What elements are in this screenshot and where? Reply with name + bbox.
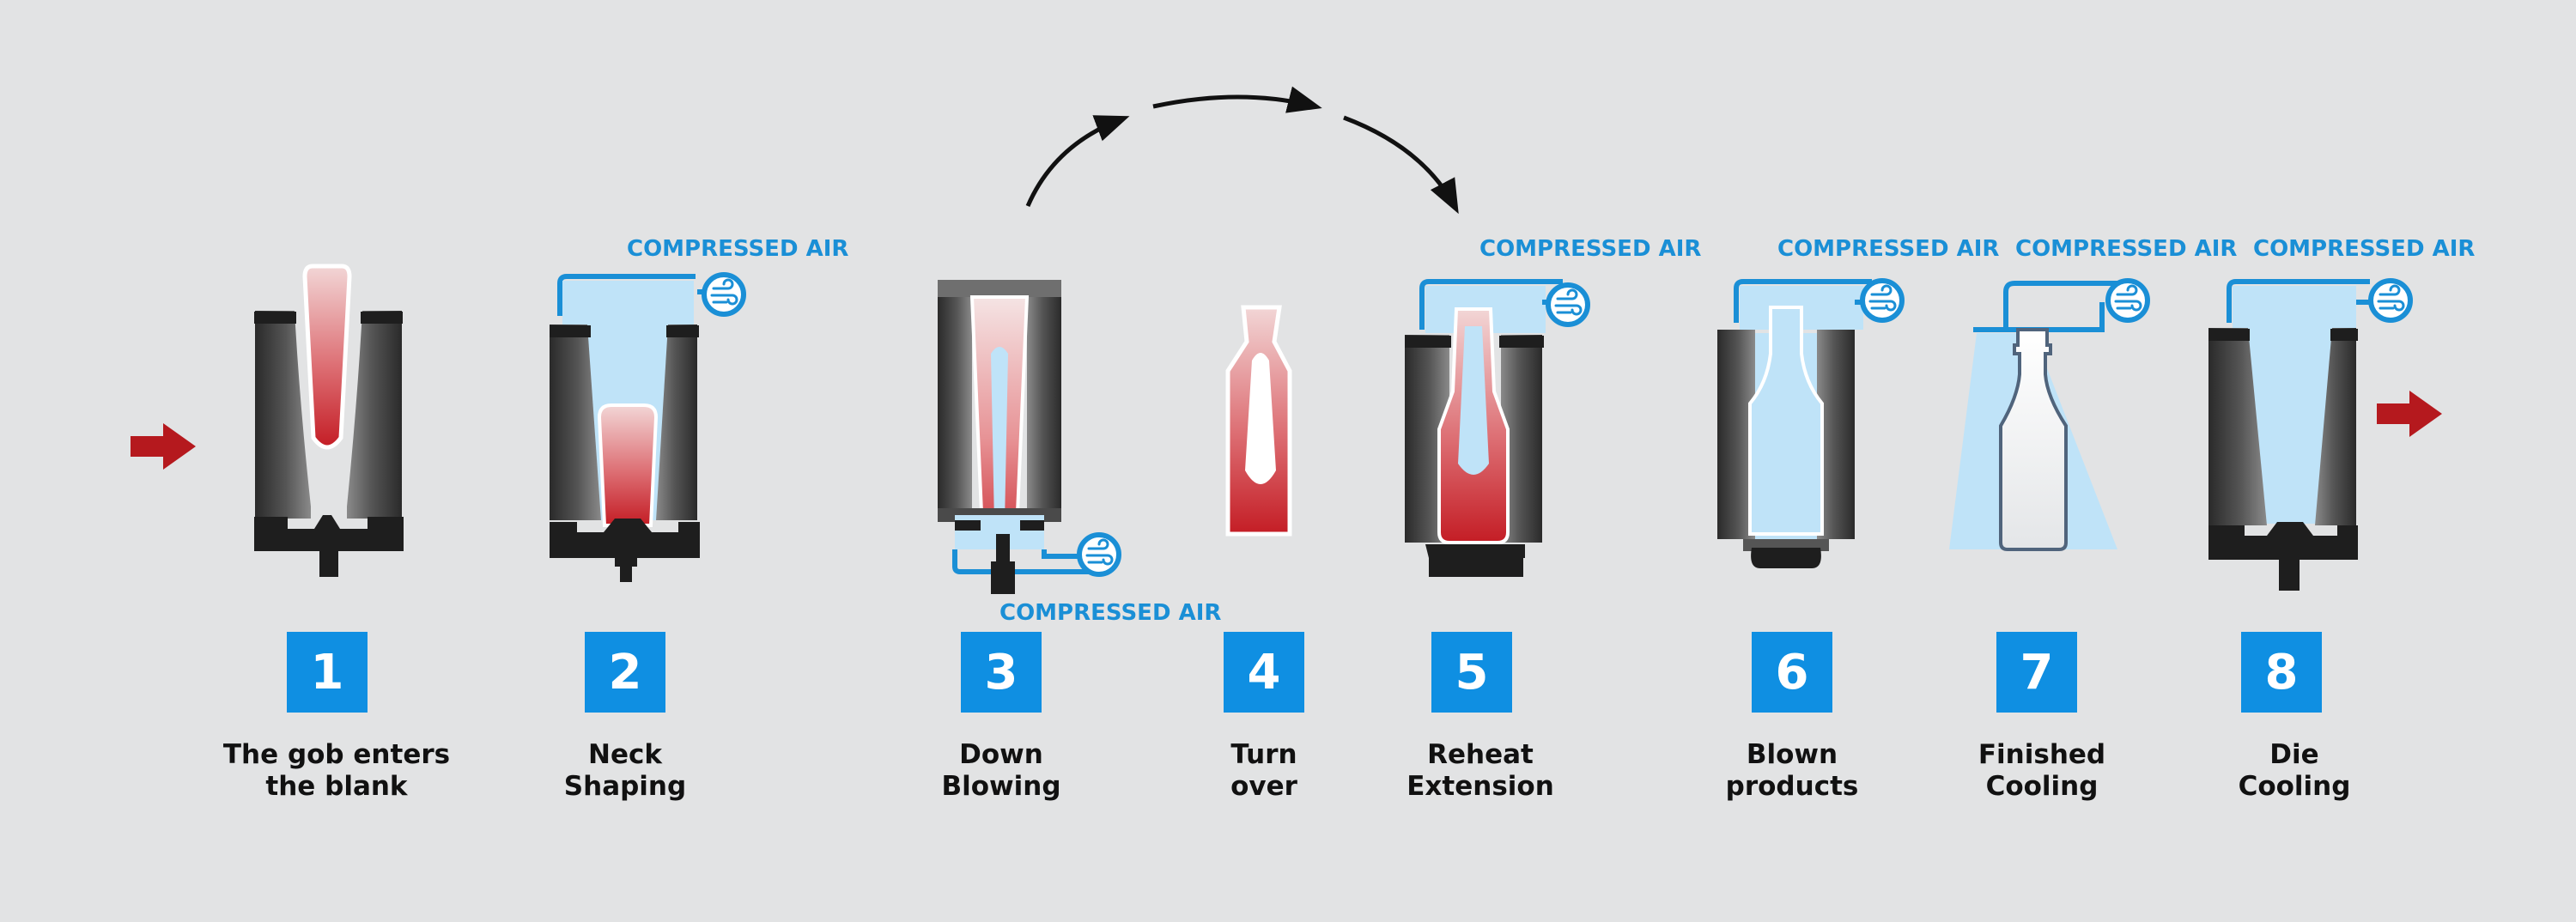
- air-blower-icon: [2371, 281, 2410, 320]
- step-number-6: 6: [1752, 632, 1832, 713]
- flow-arrow-in-icon: [131, 423, 196, 470]
- step-number-7: 7: [1996, 632, 2077, 713]
- step-number-4: 4: [1224, 632, 1304, 713]
- step-5-illustration: COMPRESSED AIR: [1405, 236, 1701, 577]
- step-2-illustration: COMPRESSED AIR: [550, 236, 848, 582]
- air-blower-icon: [704, 275, 744, 314]
- step-4-illustration: [1225, 305, 1292, 537]
- step-label-5-line1: Reheat: [1427, 739, 1534, 770]
- step-label-7-line1: Finished: [1978, 739, 2106, 770]
- step-label-8-line1: Die: [2269, 739, 2319, 770]
- turn-over-arrow-icon: [1025, 86, 1459, 215]
- air-label-step-3: COMPRESSED AIR: [999, 600, 1221, 626]
- step-label-4: Turn over: [1135, 739, 1393, 803]
- step-label-1: The gob enters the blank: [208, 739, 465, 803]
- step-number-5: 5: [1431, 632, 1512, 713]
- step-label-3: Down Blowing: [872, 739, 1130, 803]
- step-label-8-line2: Cooling: [2238, 771, 2351, 802]
- air-label-step-8: COMPRESSED AIR: [2253, 236, 2475, 262]
- step-label-4-line1: Turn: [1230, 739, 1297, 770]
- step-8-illustration: COMPRESSED AIR: [2208, 236, 2475, 591]
- step-label-1-line2: the blank: [265, 771, 408, 802]
- step-label-6-line2: products: [1725, 771, 1859, 802]
- step-label-2-line2: Shaping: [563, 771, 687, 802]
- step-number-1: 1: [287, 632, 368, 713]
- step-number-8: 8: [2241, 632, 2322, 713]
- step-label-3-line2: Blowing: [941, 771, 1061, 802]
- air-label-step-7: COMPRESSED AIR: [2015, 236, 2237, 262]
- step-6-illustration: COMPRESSED AIR: [1717, 236, 1999, 568]
- step-number-2: 2: [585, 632, 665, 713]
- step-7-illustration: COMPRESSED AIR: [1949, 236, 2237, 551]
- step-label-8: Die Cooling: [2166, 739, 2423, 803]
- step-number-3: 3: [961, 632, 1042, 713]
- step-1-illustration: [254, 264, 404, 577]
- step-label-7-line2: Cooling: [1985, 771, 2099, 802]
- air-blower-icon: [1862, 281, 1902, 320]
- air-blower-icon: [2108, 281, 2148, 320]
- step-label-4-line2: over: [1230, 771, 1297, 802]
- step-label-6: Blown products: [1663, 739, 1921, 803]
- step-label-5: Reheat Extension: [1352, 739, 1609, 803]
- flow-arrow-out-icon: [2377, 391, 2442, 437]
- air-blower-icon: [1079, 535, 1119, 574]
- air-blower-icon: [1548, 285, 1588, 325]
- step-3-illustration: COMPRESSED AIR: [938, 280, 1221, 626]
- step-label-6-line1: Blown: [1746, 739, 1838, 770]
- air-label-step-2: COMPRESSED AIR: [627, 236, 848, 262]
- step-label-3-line1: Down: [959, 739, 1043, 770]
- air-label-step-5: COMPRESSED AIR: [1479, 236, 1701, 262]
- step-label-1-line1: The gob enters: [222, 739, 451, 770]
- step-label-2: Neck Shaping: [496, 739, 754, 803]
- step-label-7: Finished Cooling: [1913, 739, 2171, 803]
- air-label-step-6: COMPRESSED AIR: [1777, 236, 1999, 262]
- step-label-2-line1: Neck: [588, 739, 662, 770]
- step-label-5-line2: Extension: [1406, 771, 1554, 802]
